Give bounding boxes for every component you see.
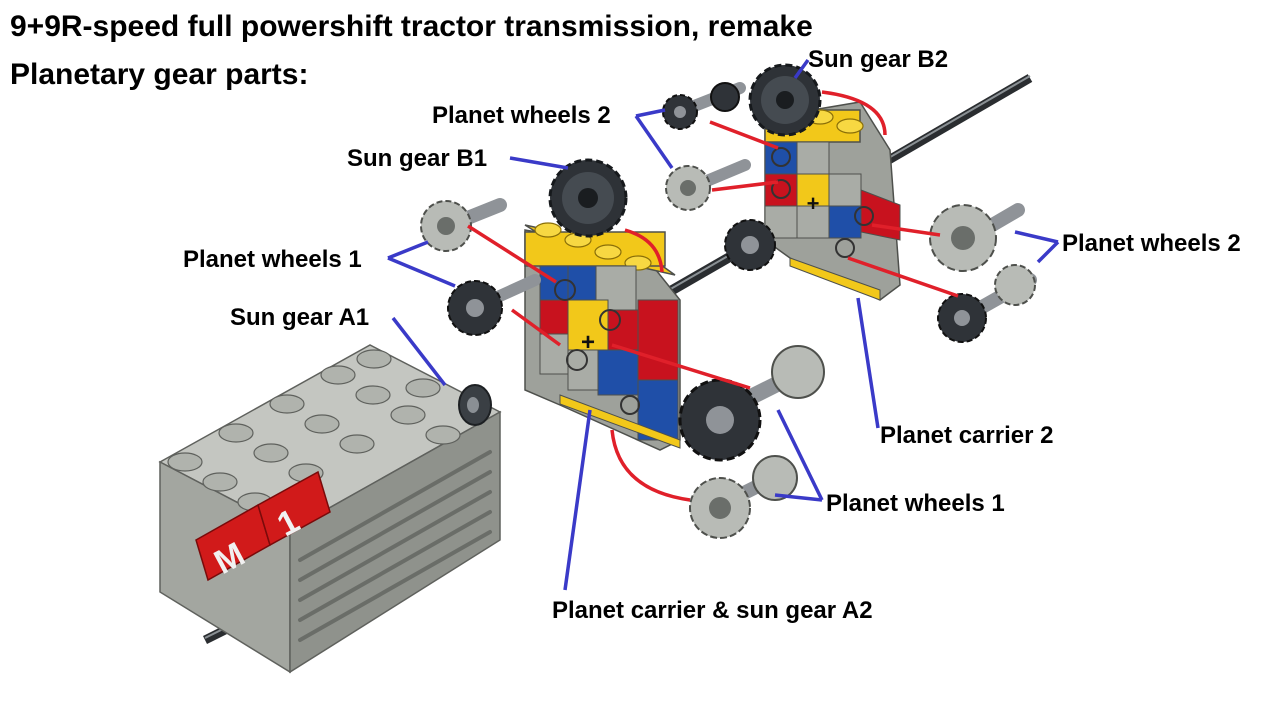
label-planet-wheels-1-left: Planet wheels 1 <box>183 246 362 273</box>
planet-wheel-2-top-a <box>662 82 746 130</box>
page-subtitle: Planetary gear parts: <box>10 58 309 91</box>
planet-wheel-2-top-b <box>665 159 751 211</box>
mesh-indicator-lines <box>467 90 959 502</box>
label-sun-gear-b1: Sun gear B1 <box>347 145 488 172</box>
motor-studs <box>167 349 461 512</box>
label-sun-gear-a1: Sun gear A1 <box>230 304 370 331</box>
motor-label-tiles: M 1 <box>195 470 331 582</box>
planet-wheel-1-bottom-b <box>689 455 798 539</box>
planet-wheel-1-left-a <box>420 198 507 252</box>
label-planet-wheels-2-right: Planet wheels 2 <box>1062 230 1241 257</box>
svg-text:+: + <box>581 329 595 356</box>
sun-gear-b2-gear <box>748 63 822 137</box>
label-planet-carrier-2: Planet carrier 2 <box>880 422 1054 449</box>
planet-wheel-2-right-a <box>929 203 1025 272</box>
main-axle-right <box>877 74 1033 169</box>
motor-grooves <box>298 450 492 642</box>
label-planet-wheels-1-bottom: Planet wheels 1 <box>826 490 1005 517</box>
label-leader-lines <box>387 58 1060 591</box>
page-title: 9+9R-speed full powershift tractor trans… <box>10 10 813 43</box>
center-axle-gear <box>724 219 776 271</box>
planet-wheel-1-left-b <box>447 274 541 336</box>
motor-m1: M 1 <box>158 344 502 674</box>
svg-text:+: + <box>807 191 820 216</box>
motor-output-gear <box>458 384 492 426</box>
label-planet-wheels-2-top: Planet wheels 2 <box>432 102 611 129</box>
sun-gear-b1-gear <box>548 158 628 238</box>
planet-carrier-sun-gear-a2: + <box>524 222 681 451</box>
planet-wheel-1-bottom-a <box>678 345 825 462</box>
planet-wheel-2-right-b <box>937 264 1037 343</box>
label-planet-carrier-sun-gear-a2: Planet carrier & sun gear A2 <box>552 597 873 624</box>
label-sun-gear-b2: Sun gear B2 <box>808 46 949 73</box>
